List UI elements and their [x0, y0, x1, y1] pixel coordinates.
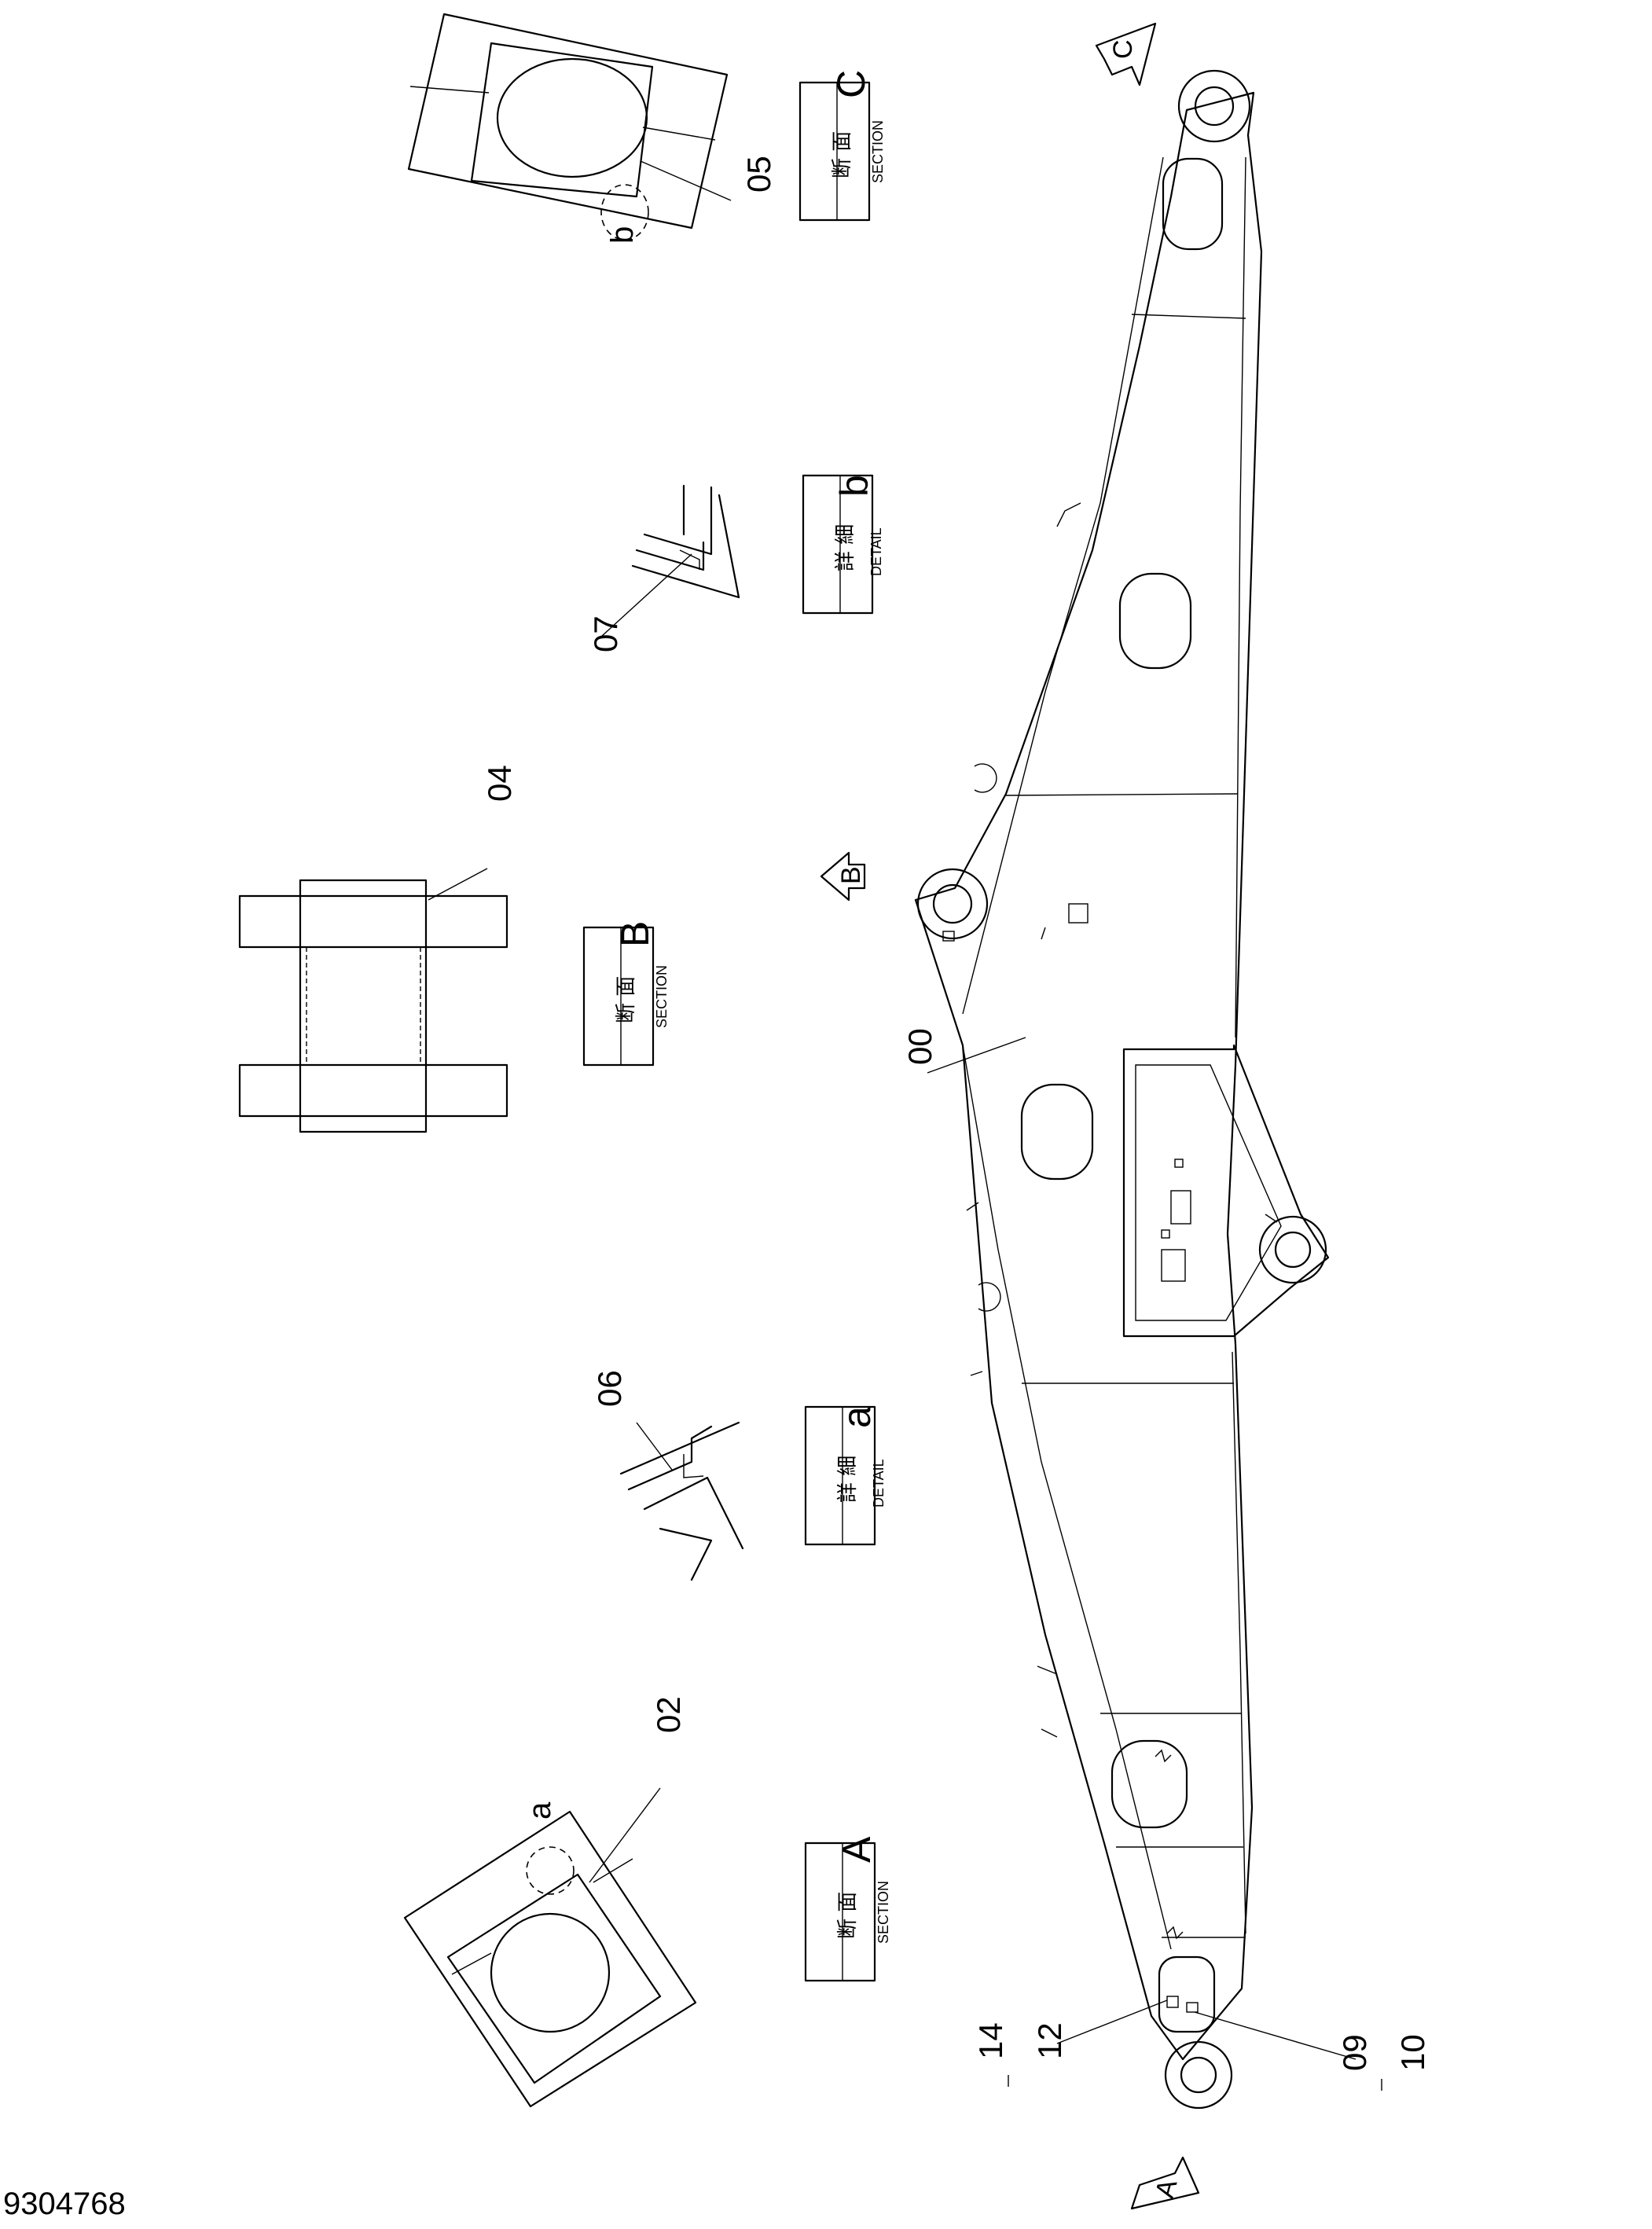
part-label-06: 06: [591, 1370, 628, 1407]
view-arrow-b-letter: B: [836, 866, 866, 884]
detail-a-view: [619, 1421, 744, 1581]
section-c-label-box: C 断 面 SECTION: [798, 70, 886, 222]
section-c-view: [407, 13, 729, 241]
detail-b-view: [631, 484, 740, 599]
part-label-00: 00: [901, 1028, 938, 1065]
part-number-labels: 05 04 07 06 02 00 14 12 09 10 a b: [481, 156, 1431, 2091]
part-label-14: 14: [972, 2022, 1009, 2059]
view-arrow-a: A: [1130, 2156, 1200, 2210]
detail-a-label-box: a 詳 細 DETAIL: [804, 1405, 887, 1546]
view-arrow-b: B: [820, 851, 866, 902]
drawing-number: 9304768: [3, 2187, 126, 2221]
section-b-label-box: B 断 面 SECTION: [582, 921, 670, 1067]
section-a-label-box: A 断 面 SECTION: [804, 1836, 891, 1982]
detail-b-jp: 詳 細: [834, 524, 857, 571]
part-label-05: 05: [740, 156, 777, 193]
part-label-09: 09: [1336, 2034, 1373, 2071]
section-a-view: [403, 1810, 697, 2108]
section-a-letter: A: [835, 1836, 879, 1863]
section-c-letter: C: [829, 70, 873, 98]
detail-a-letter: a: [835, 1406, 879, 1428]
detail-a-jp: 詳 細: [836, 1456, 860, 1503]
section-b-en: SECTION: [654, 965, 670, 1028]
detail-b-en: DETAIL: [868, 527, 884, 576]
part-label-02: 02: [650, 1696, 687, 1733]
section-c-en: SECTION: [870, 120, 886, 183]
section-c-jp: 断 面: [831, 131, 854, 178]
boom-assembly: [914, 69, 1330, 2110]
section-a-jp: 断 面: [836, 1892, 860, 1939]
section-b-view: [238, 879, 508, 1133]
detail-b-letter: b: [832, 475, 876, 497]
part-label-04: 04: [481, 765, 518, 802]
view-arrow-a-letter: A: [1150, 2176, 1184, 2201]
detail-b-label-box: b 詳 細 DETAIL: [802, 474, 884, 615]
detail-circle-a-label: a: [523, 1801, 557, 1820]
detail-a-en: DETAIL: [871, 1459, 887, 1507]
leader-lines: [428, 160, 1356, 2060]
part-label-12: 12: [1031, 2022, 1068, 2059]
detail-circle-b-label: b: [605, 226, 640, 244]
view-arrow-c: C: [1095, 22, 1157, 86]
view-arrow-c-letter: C: [1108, 39, 1138, 59]
section-a-en: SECTION: [876, 1881, 891, 1944]
section-b-letter: B: [613, 921, 657, 947]
part-label-10: 10: [1394, 2034, 1431, 2071]
part-label-07: 07: [587, 615, 624, 652]
section-b-jp: 断 面: [615, 976, 638, 1023]
